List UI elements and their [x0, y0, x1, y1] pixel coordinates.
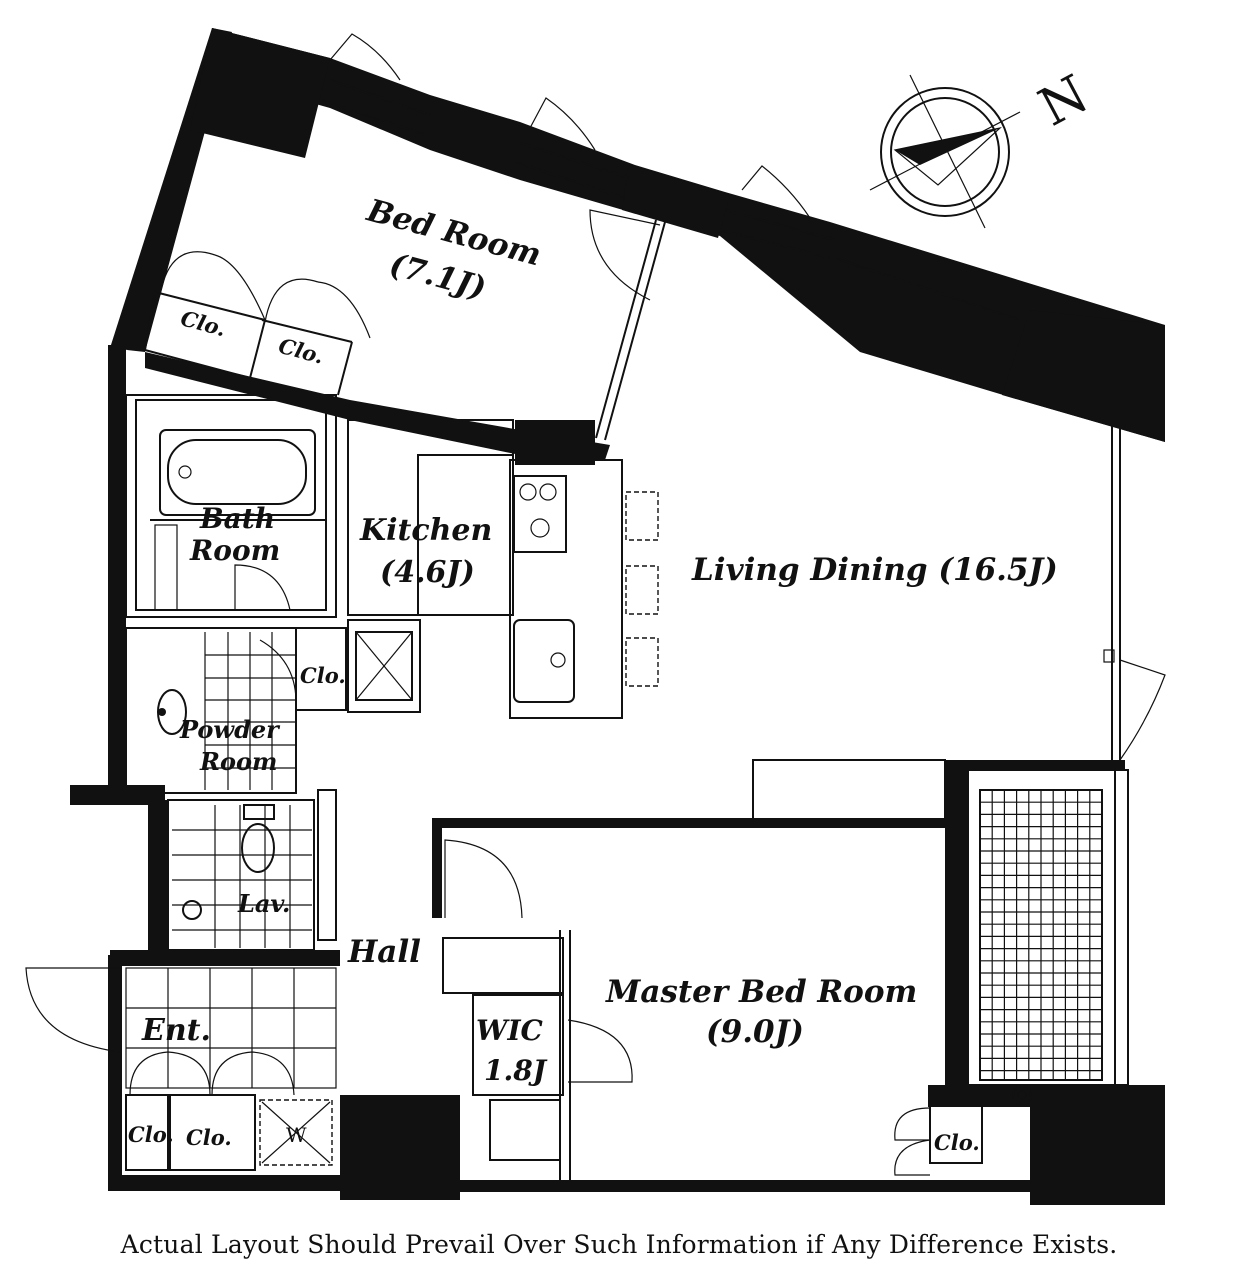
floor-plan: N Clo. Clo. Bed Room (7.1J) Bath Room [25, 28, 1166, 1205]
wic-line1: WIC [476, 1014, 544, 1047]
compass-label: N [1030, 64, 1098, 138]
powder-room-line2: Room [199, 747, 277, 776]
kitchen-island [509, 459, 623, 719]
compass: N [869, 64, 1098, 229]
bathtub-icon [167, 439, 307, 505]
hall-label: Hall [347, 934, 421, 970]
closet-label-entrance-main: Clo. [186, 1125, 232, 1150]
toilet-icon [241, 823, 275, 873]
stove-icon [513, 475, 567, 553]
lav-label: Lav. [237, 889, 290, 918]
washer-mark: W [286, 1123, 307, 1147]
bath-room-line1: Bath [199, 502, 275, 535]
living-dining-label: Living Dining (16.5J) [691, 552, 1058, 588]
disclaimer-footer: Actual Layout Should Prevail Over Such I… [120, 1230, 1118, 1259]
entrance-label: Ent. [141, 1013, 211, 1048]
bath-room-line2: Room [189, 534, 280, 567]
kitchen: Kitchen (4.6J) [347, 419, 659, 719]
wic-line2: 1.8J [484, 1054, 548, 1087]
balcony [967, 769, 1129, 1105]
bed-room: Clo. Clo. Bed Room (7.1J) [143, 192, 666, 441]
lavatory: Lav. [167, 789, 337, 951]
hall: Hall [347, 934, 421, 970]
kitchen-name: Kitchen [359, 513, 492, 548]
master-bed-room-size: (9.0J) [706, 1014, 804, 1050]
closet-label-master: Clo. [934, 1130, 980, 1155]
kitchen-size: (4.6J) [380, 555, 475, 590]
closet-label-powder: Clo. [300, 663, 346, 688]
master-bed-room-name: Master Bed Room [605, 974, 917, 1010]
compass-arrow-icon [895, 128, 1000, 165]
master-bed-room: WIC 1.8J Clo. Master Bed Room (9.0J) [432, 818, 983, 1180]
powder-room: Clo. Powder Room [125, 627, 347, 794]
bath-room: Bath Room [125, 394, 337, 618]
closet-label-entrance-small: Clo. [128, 1122, 174, 1147]
top-windows [321, 33, 1021, 321]
closet-label-bed-right: Clo. [276, 333, 327, 369]
closet-label-bed-left: Clo. [178, 305, 229, 341]
sink-icon [513, 619, 575, 703]
powder-room-line1: Powder [179, 715, 281, 744]
living-dining: Living Dining (16.5J) [691, 552, 1058, 821]
entrance: W Clo. Clo. Ent. [25, 967, 337, 1171]
living-right-window [1103, 425, 1166, 761]
exterior-walls [70, 28, 1165, 1205]
